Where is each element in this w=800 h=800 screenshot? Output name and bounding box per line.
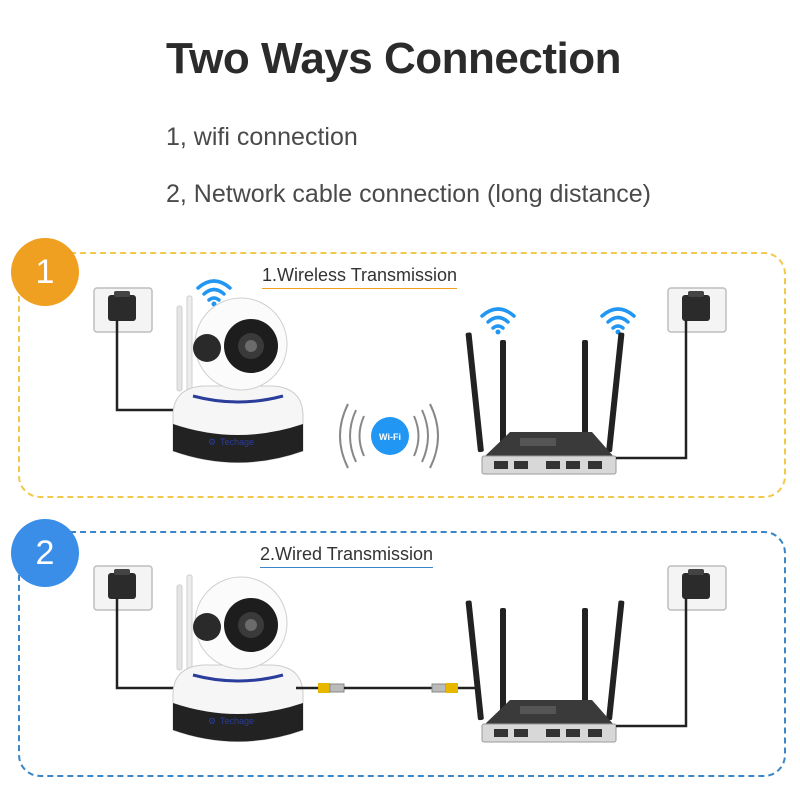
network-cable-icon (296, 683, 478, 693)
step-2-badge: 2 (11, 519, 79, 587)
wifi-connection-line: 1, wifi connection (166, 123, 358, 151)
power-outlet-icon (93, 287, 153, 333)
wifi-signal-icon (339, 403, 439, 469)
router-icon (464, 599, 626, 743)
router-wifi-right-icon (600, 307, 636, 337)
power-outlet-icon (667, 565, 727, 611)
svg-text:⚙: ⚙ (208, 716, 216, 726)
wifi-bubble-icon (371, 417, 409, 455)
wireless-transmission-title: 1.Wireless Transmission (262, 265, 458, 289)
wifi-bubble-label: Wi-Fi (379, 432, 401, 442)
router-wifi-left-icon (480, 307, 516, 337)
power-outlet-icon (93, 565, 153, 611)
router-icon (464, 331, 626, 475)
wireless-panel (18, 252, 786, 498)
camera-brand-label: Techage (220, 437, 254, 447)
cable-connection-line: 2, Network cable connection (long distan… (166, 180, 651, 208)
wired-panel (18, 531, 786, 777)
step-1-badge: 1 (11, 238, 79, 306)
power-outlet-icon (667, 287, 727, 333)
wired-transmission-title: 2.Wired Transmission (260, 544, 434, 568)
page-title: Two Ways Connection (166, 34, 621, 83)
camera-brand-label: Techage (220, 716, 254, 726)
svg-text:⚙: ⚙ (208, 437, 216, 447)
